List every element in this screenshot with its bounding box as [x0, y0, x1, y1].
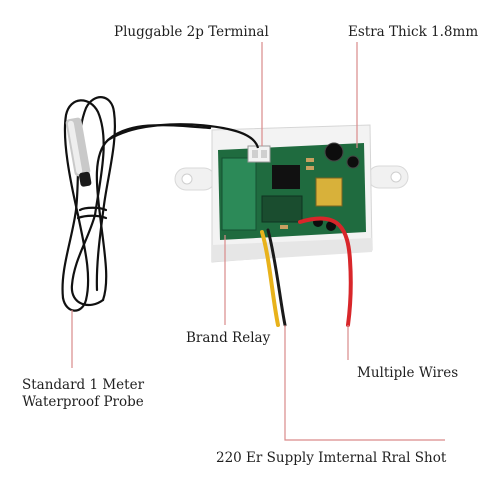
power-wires: [260, 216, 353, 327]
label-pluggable-terminal: Pluggable 2p Terminal: [114, 24, 269, 40]
pluggable-terminal: [247, 145, 271, 163]
label-probe-line2: Waterproof Probe: [22, 393, 144, 410]
label-brand-relay: Brand Relay: [186, 330, 271, 346]
transformer: [315, 177, 343, 207]
probe-cable-end: [107, 123, 260, 149]
label-thickness: Estra Thick 1.8mm: [348, 24, 479, 40]
label-probe: Standard 1 Meter Waterproof Probe: [8, 377, 158, 411]
label-multiple-wires: Multiple Wires: [357, 365, 459, 381]
label-power-supply: 220 Er Supply Imternal Rral Shot: [216, 450, 447, 466]
relay: [221, 157, 257, 231]
probe-tip: [65, 117, 92, 187]
label-probe-line1: Standard 1 Meter: [21, 377, 145, 393]
callout-lines: [71, 42, 445, 441]
pcb-board: [218, 142, 366, 240]
